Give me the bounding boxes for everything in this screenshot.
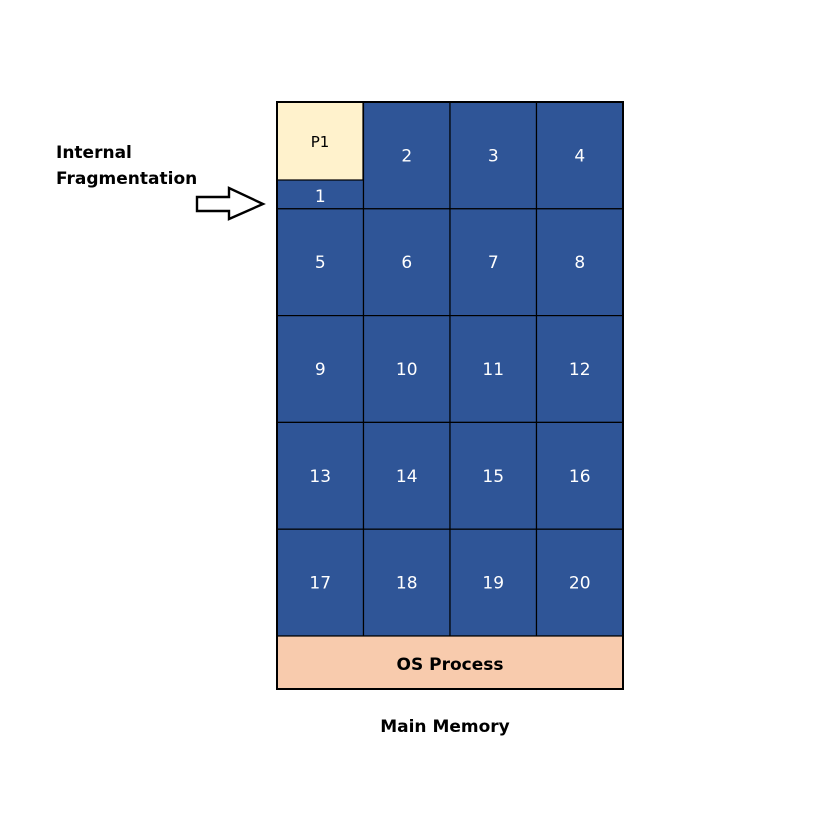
memory-frame-9: 9 xyxy=(276,315,365,424)
memory-frame-label: 9 xyxy=(315,360,326,380)
memory-frame-box xyxy=(276,315,365,424)
annotation-line-2: Fragmentation xyxy=(56,169,197,189)
memory-frame-label: 18 xyxy=(396,574,418,594)
right-arrow-icon xyxy=(195,186,266,221)
memory-frame-box xyxy=(535,208,624,317)
memory-frame-label: 16 xyxy=(569,467,591,487)
memory-frame-label: 17 xyxy=(309,574,331,594)
memory-frame-label: 11 xyxy=(482,360,504,380)
process-p1-block xyxy=(276,101,364,181)
memory-frame-box xyxy=(449,528,538,637)
memory-frame-label: 15 xyxy=(482,467,504,487)
memory-frame-label: 7 xyxy=(488,253,499,273)
memory-frame-20: 20 xyxy=(535,528,624,637)
memory-frame-box xyxy=(449,421,538,530)
memory-frame-7: 7 xyxy=(449,208,538,317)
memory-frame-3: 3 xyxy=(449,101,538,210)
memory-frame-box xyxy=(276,528,365,637)
memory-frame-12: 12 xyxy=(535,315,624,424)
memory-frame-11: 11 xyxy=(449,315,538,424)
memory-frame-label: 8 xyxy=(574,253,585,273)
memory-frame-box xyxy=(535,528,624,637)
memory-frame-15: 15 xyxy=(449,421,538,530)
memory-frame-label: 14 xyxy=(396,467,418,487)
os-process-label: OS Process xyxy=(397,655,504,675)
memory-frame-box xyxy=(362,528,451,637)
memory-frame-label: 12 xyxy=(569,360,591,380)
memory-frame-box xyxy=(362,101,451,210)
memory-frame-4: 4 xyxy=(535,101,624,210)
memory-frame-box xyxy=(362,315,451,424)
memory-frame-label: 5 xyxy=(315,253,326,273)
memory-frame-label: 1 xyxy=(315,187,326,207)
memory-frame-2: 2 xyxy=(362,101,451,210)
memory-frame-box xyxy=(276,421,365,530)
memory-frame-13: 13 xyxy=(276,421,365,530)
memory-frame-box xyxy=(535,315,624,424)
memory-frame-box xyxy=(535,421,624,530)
memory-frame-17: 17 xyxy=(276,528,365,637)
memory-frame-18: 18 xyxy=(362,528,451,637)
memory-frame-label: 3 xyxy=(488,146,499,166)
memory-frame-5: 5 xyxy=(276,208,365,317)
memory-frame-14: 14 xyxy=(362,421,451,530)
memory-frame-label: 6 xyxy=(401,253,412,273)
memory-frame-label: 20 xyxy=(569,574,591,594)
memory-frame-6: 6 xyxy=(362,208,451,317)
memory-frame-19: 19 xyxy=(449,528,538,637)
annotation-line-1: Internal xyxy=(56,143,132,163)
main-memory-border xyxy=(276,101,624,690)
memory-frame-10: 10 xyxy=(362,315,451,424)
memory-frame-label: 10 xyxy=(396,360,418,380)
main-memory-caption: Main Memory xyxy=(380,717,510,737)
memory-frame-16: 16 xyxy=(535,421,624,530)
memory-frame-label: 4 xyxy=(574,146,585,166)
memory-frame-label: 13 xyxy=(309,467,331,487)
memory-frame-8: 8 xyxy=(535,208,624,317)
memory-frame-box xyxy=(449,315,538,424)
memory-frame-label: 19 xyxy=(482,574,504,594)
process-p1-label: P1 xyxy=(311,133,330,151)
memory-frame-label: 2 xyxy=(401,146,412,166)
